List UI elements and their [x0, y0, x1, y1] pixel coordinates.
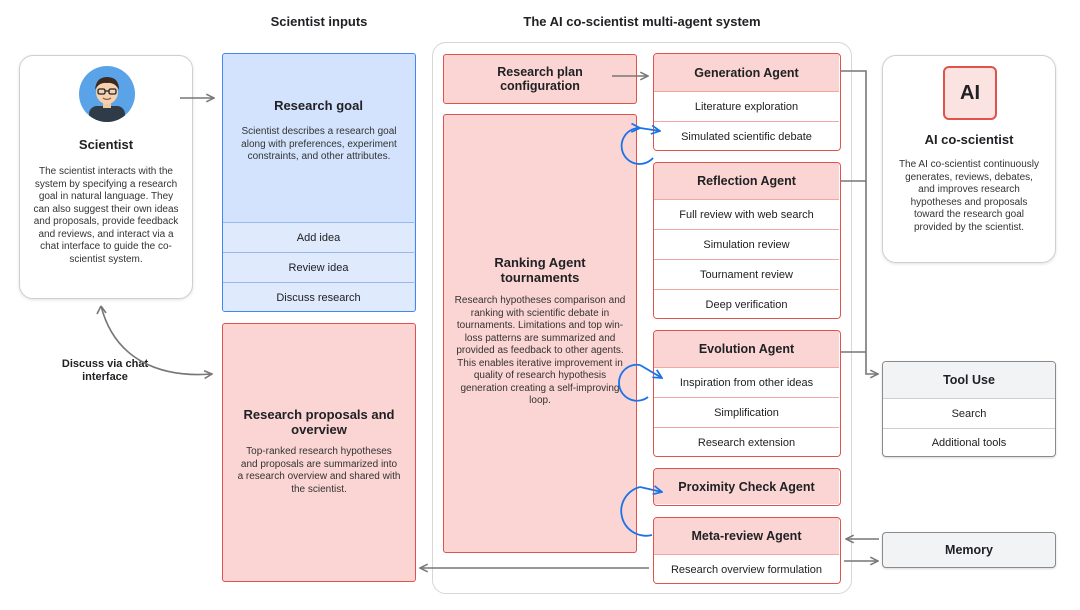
review-idea-button[interactable]: Review idea [223, 252, 414, 282]
person-avatar-icon [79, 66, 135, 122]
search-tool-item: Search [883, 398, 1055, 428]
evolution-agent-title: Evolution Agent [654, 331, 839, 367]
scientist-inputs-header: Scientist inputs [270, 14, 368, 29]
generation-agent-title: Generation Agent [654, 54, 839, 91]
proximity-agent-box: Proximity Check Agent [653, 468, 841, 506]
research-proposals-title: Research proposals and overview [243, 407, 395, 437]
research-proposals-description: Top-ranked research hypotheses and propo… [237, 446, 401, 495]
reflection-agent-title: Reflection Agent [654, 163, 839, 199]
meta-review-agent-box: Meta-review Agent Research overview form… [653, 517, 841, 584]
memory-box: Memory [882, 532, 1056, 568]
ai-logo-icon: AI [943, 66, 997, 120]
simplification-item: Simplification [654, 397, 839, 427]
reflection-agent-box: Reflection Agent Full review with web se… [653, 162, 841, 319]
evolution-agent-box: Evolution Agent Inspiration from other i… [653, 330, 841, 457]
research-overview-formulation-item: Research overview formulation [654, 554, 839, 583]
full-review-item: Full review with web search [654, 199, 839, 229]
ai-co-scientist-description: The AI co-scientist continuously generat… [898, 159, 1040, 233]
research-plan-configuration-box: Research plan configuration [443, 54, 637, 104]
deep-verification-item: Deep verification [654, 289, 839, 318]
tool-use-box: Tool Use Search Additional tools [882, 361, 1056, 457]
simulated-debate-item: Simulated scientific debate [654, 121, 839, 150]
memory-title: Memory [945, 543, 993, 557]
research-goal-title: Research goal [274, 98, 363, 113]
discuss-via-label: Discuss via chat interface [61, 358, 149, 383]
discuss-research-button[interactable]: Discuss research [223, 282, 414, 311]
proximity-agent-title: Proximity Check Agent [654, 469, 839, 504]
research-goal-box: Research goal Scientist describes a rese… [222, 53, 416, 312]
research-extension-item: Research extension [654, 427, 839, 456]
ranking-agent-box: Ranking Agent tournaments Research hypot… [443, 114, 637, 553]
ai-logo-text: AI [960, 81, 980, 104]
inspiration-item: Inspiration from other ideas [654, 367, 839, 397]
ai-co-scientist-title: AI co-scientist [924, 132, 1014, 147]
additional-tools-item: Additional tools [883, 428, 1055, 456]
generation-agent-box: Generation Agent Literature exploration … [653, 53, 841, 151]
ai-co-scientist-card: AI AI co-scientist The AI co-scientist c… [882, 55, 1056, 263]
tournament-review-item: Tournament review [654, 259, 839, 289]
research-proposals-box: Research proposals and overview Top-rank… [222, 323, 416, 582]
research-goal-description: Scientist describes a research goal alon… [241, 126, 397, 162]
meta-review-agent-title: Meta-review Agent [654, 518, 839, 554]
ranking-agent-title: Ranking Agent tournaments [494, 255, 586, 285]
literature-exploration-item: Literature exploration [654, 91, 839, 121]
research-plan-configuration-title: Research plan configuration [497, 65, 583, 93]
scientist-card: Scientist The scientist interacts with t… [19, 55, 193, 299]
tool-use-title: Tool Use [883, 362, 1055, 398]
scientist-description: The scientist interacts with the system … [33, 166, 179, 265]
ranking-agent-description: Research hypotheses comparison and ranki… [454, 295, 626, 406]
add-idea-button[interactable]: Add idea [223, 222, 414, 252]
simulation-review-item: Simulation review [654, 229, 839, 259]
scientist-title: Scientist [78, 137, 134, 152]
system-header: The AI co-scientist multi-agent system [523, 14, 761, 29]
